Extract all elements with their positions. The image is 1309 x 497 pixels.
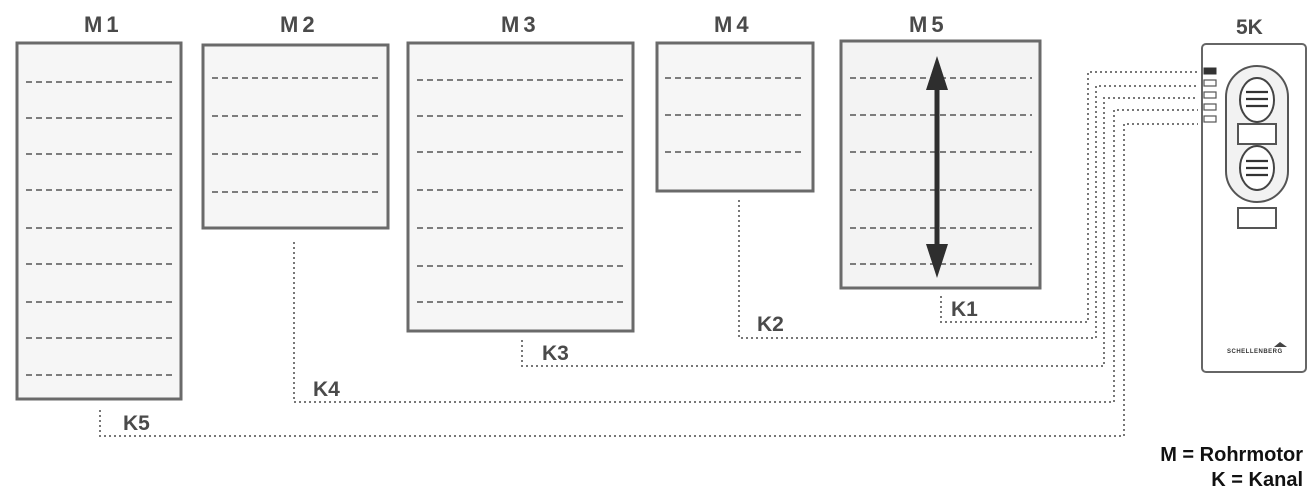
motor-label-m1: M1 [84, 12, 123, 37]
motor-panel-m2 [201, 43, 390, 230]
wire-k2 [738, 85, 1198, 339]
stop-button-icon [1237, 123, 1277, 145]
motor-panel-m3 [406, 41, 635, 333]
channel-label-k4: K4 [313, 378, 340, 401]
channel-led-1 [1203, 67, 1217, 75]
remote-brand: SCHELLENBERG [1227, 349, 1283, 355]
channel-label-k5: K5 [123, 412, 150, 435]
brand-logo-icon [1274, 342, 1287, 347]
motor-label-m5: M5 [909, 12, 948, 37]
channel-led-4 [1203, 103, 1217, 111]
motor-panel-m5 [839, 39, 1042, 290]
wire-k4 [293, 109, 1198, 403]
up-down-arrow-icon [926, 56, 948, 278]
motor-label-m4: M4 [714, 12, 753, 37]
channel-led-3 [1203, 91, 1217, 99]
channel-label-k3: K3 [542, 342, 569, 365]
legend-rohrmotor: M = Rohrmotor [1160, 444, 1303, 466]
remote-control [1201, 43, 1307, 373]
remote-label: 5K [1236, 16, 1263, 39]
channel-led-2 [1203, 79, 1217, 87]
channel-wires [99, 71, 1198, 437]
select-button-icon [1237, 207, 1277, 229]
wire-k5 [99, 123, 1198, 437]
channel-led-5 [1203, 115, 1217, 123]
motor-panel-m1 [15, 41, 183, 401]
channel-label-k1: K1 [951, 298, 978, 321]
motor-label-m3: M3 [501, 12, 540, 37]
motor-panel-m4 [655, 41, 815, 193]
motor-label-m2: M2 [280, 12, 319, 37]
channel-label-k2: K2 [757, 313, 784, 336]
legend-kanal: K = Kanal [1211, 469, 1303, 491]
